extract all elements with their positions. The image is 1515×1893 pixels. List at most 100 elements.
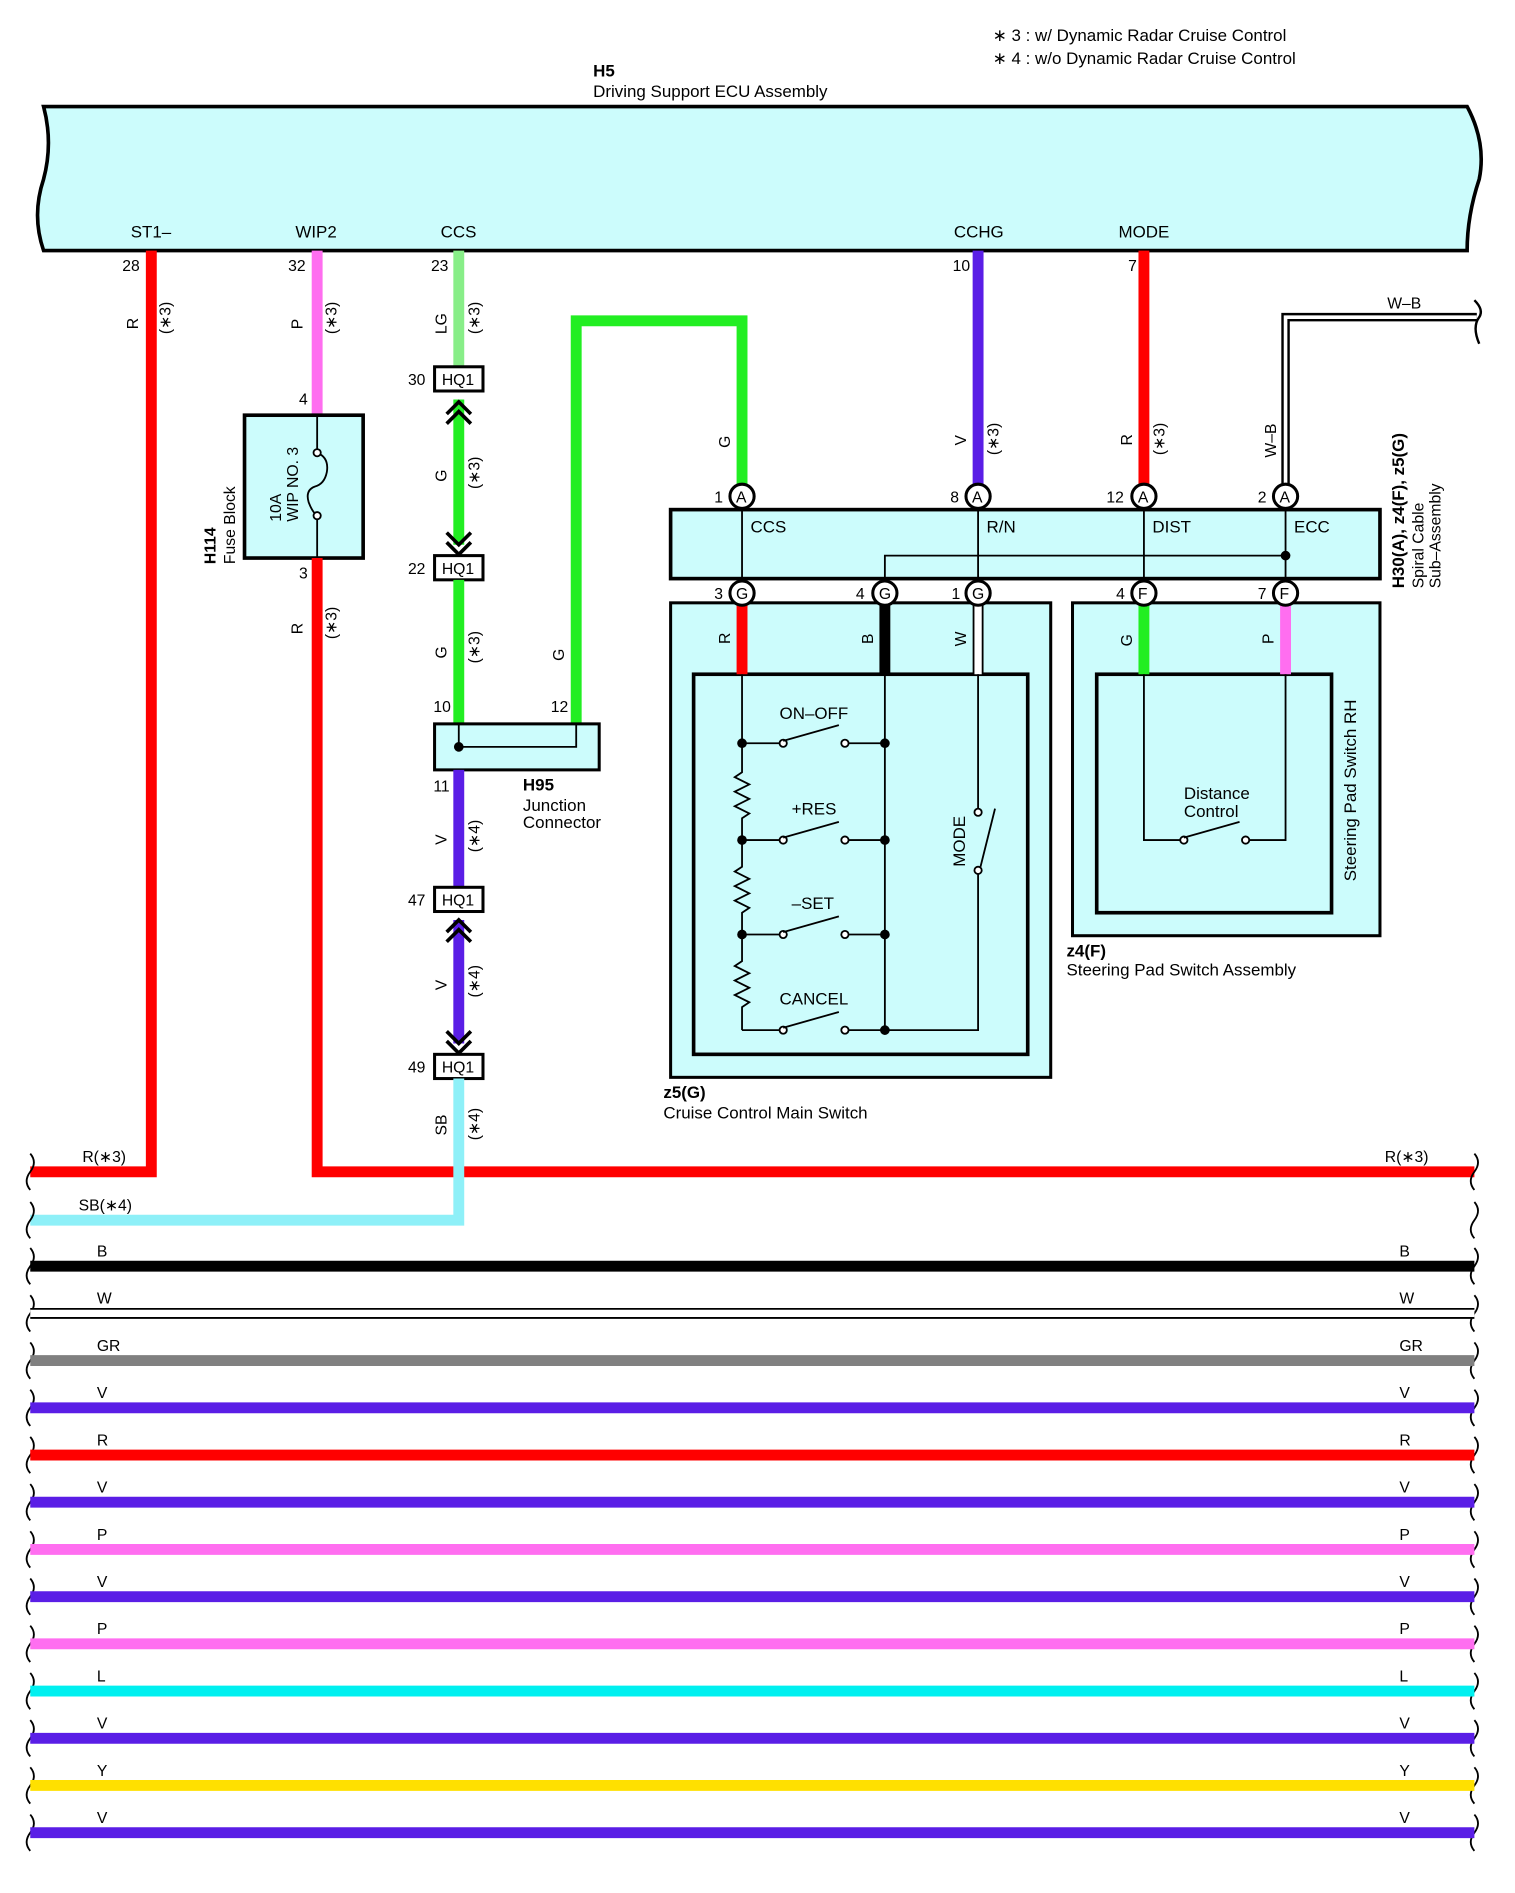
- spiral-pin-number: 7: [1258, 586, 1267, 603]
- wire-note: (∗3): [324, 302, 341, 334]
- junction-pin: 10: [433, 699, 451, 716]
- spiral-pin-number: 12: [1106, 489, 1123, 506]
- spiral-pin-label: ECC: [1294, 518, 1330, 537]
- hq-pin-number: 30: [408, 372, 426, 389]
- bus-label-left: V: [97, 1480, 108, 1497]
- wire-color-code: W–B: [1387, 296, 1421, 313]
- spiral-pin-number: 3: [714, 586, 723, 603]
- bus-label-right: B: [1399, 1243, 1409, 1260]
- spiral-pin-number: 4: [856, 586, 865, 603]
- spiral-name: Sub–Assembly: [1427, 483, 1444, 588]
- bus-label-left: V: [97, 1385, 108, 1402]
- spiral-connector-letter: A: [972, 489, 983, 506]
- switch-label: ON–OFF: [780, 704, 849, 723]
- ecu-box: [35, 104, 1483, 253]
- spiral-pin-number: 4: [1116, 586, 1125, 603]
- wire-note: (∗3): [324, 607, 341, 639]
- wire-note: (∗3): [986, 423, 1003, 455]
- bus-label-right: GR: [1399, 1338, 1423, 1355]
- wire-note: (∗3): [466, 457, 483, 489]
- bus-label-right: V: [1399, 1716, 1410, 1733]
- hq-connector: [433, 365, 485, 393]
- fuse-name: Fuse Block: [222, 486, 239, 564]
- wire-color-code: SB: [434, 1114, 451, 1135]
- spiral-pin-number: 1: [951, 586, 960, 603]
- switch-label: –SET: [792, 894, 834, 913]
- bus-label-right: W: [1399, 1291, 1414, 1308]
- bus-label-right: V: [1399, 1574, 1410, 1591]
- hq-pin-number: 47: [408, 892, 425, 909]
- bus-break-left: [25, 1153, 35, 1191]
- spiral-code: H30(A), z4(F), z5(G): [1389, 433, 1408, 588]
- wire-st1: [30, 250, 157, 1178]
- bus-label-right: V: [1399, 1385, 1410, 1402]
- spiral-pin-label: R/N: [987, 518, 1016, 537]
- bus-break-right: [1469, 1201, 1479, 1239]
- wire-color-code: R: [125, 318, 142, 329]
- spiral-connector-letter: G: [879, 586, 891, 603]
- bus-label-left: W: [97, 1291, 112, 1308]
- hq-label: HQ1: [442, 372, 474, 389]
- switch-label: CANCEL: [780, 990, 849, 1009]
- ecu-pin-number: 28: [122, 258, 140, 275]
- wire-note: (∗3): [158, 302, 175, 334]
- wire-wip-out: [311, 558, 1475, 1178]
- fuse-pin-bottom: 3: [299, 566, 308, 583]
- note-wo-radar: ∗ 4 : w/o Dynamic Radar Cruise Control: [993, 49, 1296, 68]
- wire-g-to-spiral: [570, 315, 748, 724]
- wire-wb: [1281, 312, 1477, 497]
- ecu-name: Driving Support ECU Assembly: [593, 82, 828, 101]
- bus-label-left: Y: [97, 1763, 108, 1780]
- ecu-pin-name: WIP2: [295, 222, 336, 241]
- bus-label-left: V: [97, 1574, 108, 1591]
- pad-switch-name: Steering Pad Switch Assembly: [1066, 961, 1296, 980]
- bus-break-left: [25, 1201, 35, 1239]
- fuse-code: H114: [202, 527, 219, 564]
- bus-label-right: P: [1399, 1527, 1409, 1544]
- junction-name: Junction: [523, 796, 586, 815]
- bus-label-left: V: [97, 1716, 108, 1733]
- junction-pin: 11: [433, 779, 449, 796]
- switch-cancel: CANCEL: [742, 990, 885, 1035]
- junction-pin: 12: [551, 699, 568, 716]
- hq-pin-number: 49: [408, 1060, 425, 1077]
- ecu-pin-number: 7: [1128, 258, 1137, 275]
- ecu-pin-name: CCHG: [954, 222, 1004, 241]
- spiral-pin-label: DIST: [1152, 518, 1191, 537]
- spiral-connector-letter: A: [1279, 489, 1290, 506]
- bus-label-left: V: [97, 1810, 108, 1827]
- bus-label-right: R: [1399, 1432, 1410, 1449]
- spiral-pin-number: 2: [1258, 489, 1267, 506]
- spiral-connector-letter: G: [736, 586, 748, 603]
- hq-pin-number: 22: [408, 561, 425, 578]
- bus-label-right: V: [1399, 1480, 1410, 1497]
- spiral-pin-label: CCS: [751, 518, 787, 537]
- switch-on-off: ON–OFF: [742, 704, 885, 748]
- ecu-pin-number: 23: [431, 258, 449, 275]
- wire-color-code: G: [434, 646, 451, 658]
- wire-ccs-sb: [30, 1078, 465, 1226]
- pad-switch-inner: [1094, 672, 1334, 915]
- hq-connector: [433, 885, 485, 914]
- spiral-name: Spiral Cable: [1411, 502, 1428, 588]
- junction-name: Connector: [523, 813, 602, 832]
- wire-color-code: B: [860, 634, 877, 644]
- mode-label: MODE: [950, 816, 969, 867]
- bus-break-right: [1469, 1153, 1479, 1191]
- main-switch-code: z5(G): [663, 1083, 705, 1102]
- wire-color-code: V: [434, 834, 451, 845]
- spiral-connector-letter: A: [1138, 489, 1149, 506]
- bus-label-left: R(∗3): [82, 1149, 126, 1166]
- pad-switch-side-label: Steering Pad Switch RH: [1341, 700, 1360, 882]
- wire-color-code: G: [434, 470, 451, 482]
- wire-color-code: V: [953, 434, 970, 445]
- wire-note: (∗3): [466, 631, 483, 663]
- ecu-pin-name: CCS: [441, 222, 477, 241]
- switch-res: +RES: [742, 800, 885, 845]
- bus-label-right: Y: [1399, 1763, 1410, 1780]
- fuse-pin-top: 4: [299, 391, 308, 408]
- hq-label: HQ1: [442, 1060, 474, 1077]
- wire-note: (∗4): [466, 820, 483, 852]
